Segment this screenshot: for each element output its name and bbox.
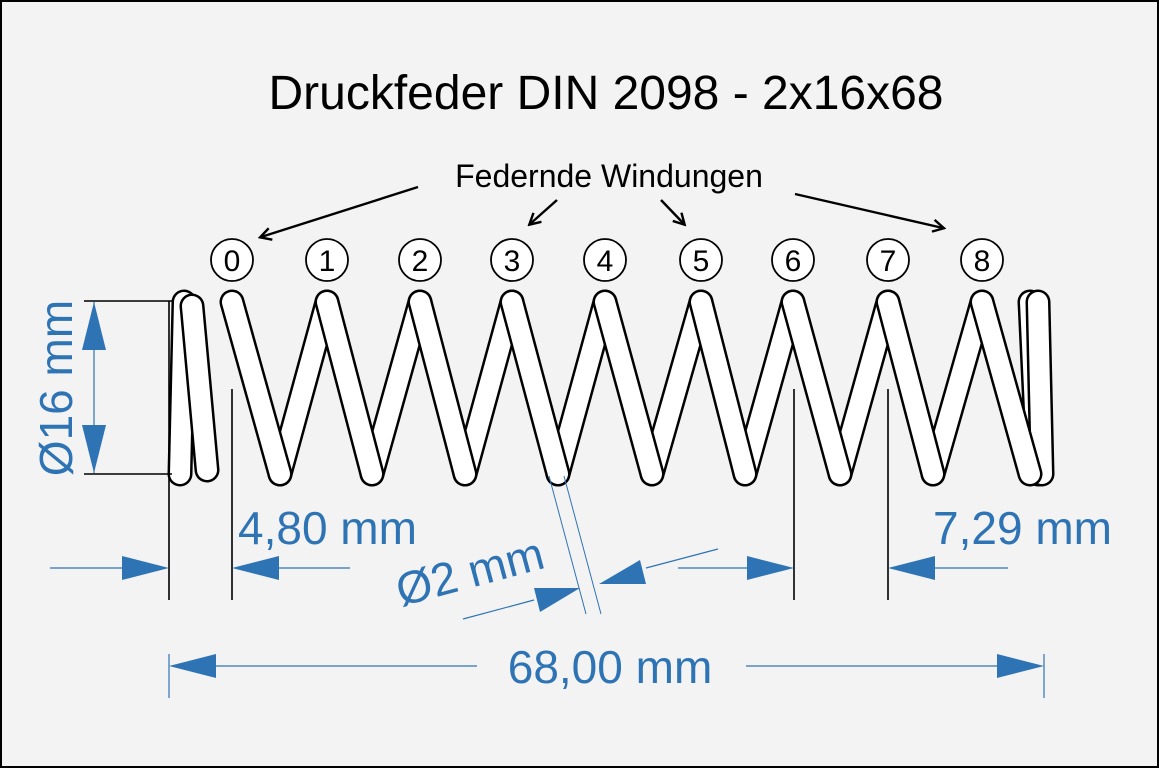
spring-body [167, 289, 1055, 487]
coil-number-0: 0 [210, 238, 254, 282]
coil-number-2: 2 [398, 238, 442, 282]
label-pointer-arrows [261, 185, 943, 237]
back-strand-2-fill [455, 292, 522, 484]
wire-arrow-left [534, 588, 580, 612]
front-strand-2-fill [410, 292, 475, 484]
svg-text:2: 2 [412, 245, 429, 278]
pointer-arrow-3 [530, 199, 558, 224]
front-strand-6-fill [783, 292, 850, 484]
pitch-right-arrow [888, 556, 935, 580]
coil-number-3: 3 [490, 238, 534, 282]
back-strand-5-fill [735, 292, 803, 484]
back-strand-4-fill [642, 292, 711, 484]
extension-lines [84, 300, 889, 600]
front-strand-0-fill [222, 292, 290, 484]
svg-text:4: 4 [597, 245, 614, 278]
wire-leader-right [645, 548, 719, 569]
pitch-left-label: 4,80 mm [238, 502, 417, 554]
pitch-left-arrow-inner [232, 556, 279, 580]
pitch-mid-arrow [747, 556, 794, 580]
back-strand-1-fill [362, 292, 430, 484]
wire-extension-line-2 [563, 475, 602, 615]
back-strand-7-fill [923, 292, 992, 484]
svg-text:6: 6 [785, 245, 802, 278]
pointer-arrow-0 [261, 185, 419, 237]
total-length-label: 68,00 mm [508, 641, 713, 693]
front-strand-3-fill [502, 292, 568, 484]
front-strand-5-fill [691, 292, 755, 484]
diameter-arrow-bottom [82, 425, 106, 473]
svg-text:0: 0 [224, 245, 241, 278]
length-arrow-right [997, 654, 1044, 678]
wire-leader-left [462, 599, 535, 620]
coil-number-5: 5 [679, 238, 723, 282]
dimension-graphics [50, 302, 1045, 698]
length-arrow-left [169, 654, 216, 678]
front-strand-4-fill [595, 292, 662, 484]
diameter-arrow-top [82, 302, 106, 350]
coil-number-6: 6 [771, 238, 815, 282]
front-strand-8-fill [972, 292, 1040, 484]
end-coil-left-inner-fill [182, 296, 217, 480]
pointer-arrow-8 [794, 192, 943, 228]
svg-text:7: 7 [880, 245, 897, 278]
coil-number-1: 1 [305, 238, 349, 282]
back-strand-6-fill [830, 292, 898, 484]
outer-diameter-label: Ø16 mm [30, 300, 82, 476]
svg-text:3: 3 [504, 245, 521, 278]
back-strand-3-fill [548, 292, 615, 484]
pointer-arrow-5 [660, 199, 684, 224]
coil-numbers: 0 1 2 3 4 5 6 7 8 [210, 238, 1004, 282]
svg-text:5: 5 [693, 245, 710, 278]
front-strand-1-fill [317, 292, 382, 484]
back-strand-0-fill [270, 292, 337, 484]
pitch-right-label: 7,29 mm [933, 502, 1112, 554]
active-coils-label: Federnde Windungen [455, 158, 763, 194]
coil-number-4: 4 [583, 238, 627, 282]
coil-number-7: 7 [866, 238, 910, 282]
coil-number-8: 8 [960, 238, 1004, 282]
diagram-title: Druckfeder DIN 2098 - 2x16x68 [269, 67, 944, 120]
wire-extension-line-1 [548, 475, 587, 615]
front-strand-7-fill [878, 292, 943, 484]
end-coil-right-outer-fill [1028, 292, 1052, 484]
svg-text:8: 8 [974, 245, 991, 278]
wire-arrow-right [599, 560, 646, 584]
svg-text:1: 1 [319, 245, 336, 278]
pitch-left-arrow-outer [122, 556, 169, 580]
